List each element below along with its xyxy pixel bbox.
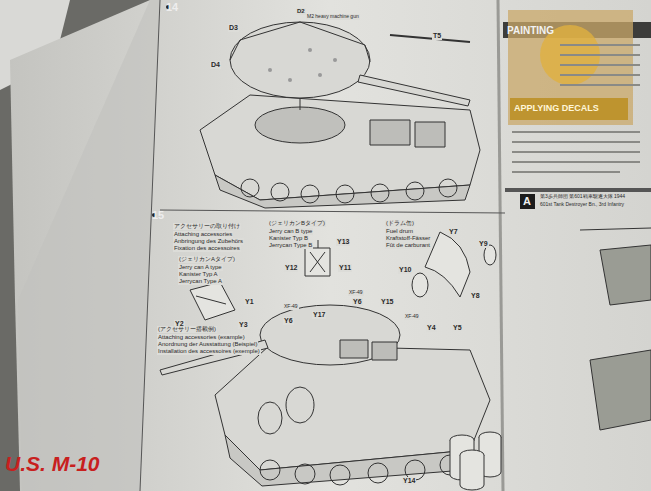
part-number: Y13 <box>336 238 350 246</box>
paint-code: XF-49 <box>348 290 364 296</box>
section-heading: PAINTING <box>507 25 554 36</box>
part-number: D4 <box>210 61 221 69</box>
note-text: Attaching accessories (example) <box>157 334 246 341</box>
note-text: Installation des accessoires (exemple) <box>157 348 261 355</box>
note-text: 601st Tank Destroyer Bn., 3rd Infantry <box>540 202 624 208</box>
part-number: D3 <box>228 24 239 32</box>
part-number: Y11 <box>338 264 352 272</box>
part-number: Y6 <box>352 298 363 306</box>
part-number: Y7 <box>448 228 459 236</box>
part-number: Y3 <box>238 321 249 329</box>
part-number: Y15 <box>380 298 394 306</box>
watermark: U.S. M-10 <box>5 452 100 475</box>
part-number: Y6 <box>283 317 294 325</box>
version-box: A <box>520 194 535 209</box>
note-text: (ドラム缶) <box>385 220 415 227</box>
part-number: T5 <box>432 32 442 40</box>
note-text: Fixation des accessoires <box>173 245 241 252</box>
version-letter: A <box>523 195 531 207</box>
note-text: Fuel drum <box>385 228 414 235</box>
note-text: Attaching accessories <box>173 231 233 238</box>
note-text: (ジェリカンAタイプ) <box>178 256 236 263</box>
part-number: Y10 <box>398 266 412 274</box>
note-text: Anbringung des Zubehörs <box>173 238 244 245</box>
part-number: Y4 <box>426 324 437 332</box>
step-number: 15 <box>152 213 156 217</box>
note-text: M2 heavy machine gun <box>306 14 360 20</box>
note-text: Jerry can A type <box>178 264 223 271</box>
part-number: Y14 <box>402 477 416 485</box>
section-heading: APPLYING DECALS <box>514 104 599 114</box>
note-text: Kanister Typ B <box>268 235 309 242</box>
note-text: (アクセサリー搭載例) <box>157 326 217 333</box>
part-number: Y17 <box>312 311 326 319</box>
part-number: Y9 <box>478 240 489 248</box>
note-text: Jerrycan Type B <box>268 242 313 249</box>
note-text: (ジェリカンBタイプ) <box>268 220 326 227</box>
step-panel: 14 <box>160 0 500 210</box>
note-text: Anordnung der Ausstattung (Beispiel) <box>157 341 258 348</box>
paint-code: XF-49 <box>283 304 299 310</box>
part-number: Y5 <box>452 324 463 332</box>
part-number: Y12 <box>284 264 298 272</box>
part-number: Y1 <box>244 298 255 306</box>
note-text: Kraftstoff-Fässer <box>385 235 431 242</box>
part-number: Y8 <box>470 292 481 300</box>
note-text: 第3歩兵師団 第601戦車駆逐大隊 1944 <box>540 194 625 200</box>
part-number: D2 <box>296 8 306 15</box>
note-text: アクセサリーの取り付け <box>173 223 241 230</box>
note-text: Fût de carburant <box>385 242 431 249</box>
note-text: Jerrycan Type A <box>178 278 223 285</box>
step-number: 14 <box>166 5 170 9</box>
paint-code: XF-49 <box>404 314 420 320</box>
note-text: Jerry can B type <box>268 228 313 235</box>
note-text: Kanister Typ A <box>178 271 219 278</box>
